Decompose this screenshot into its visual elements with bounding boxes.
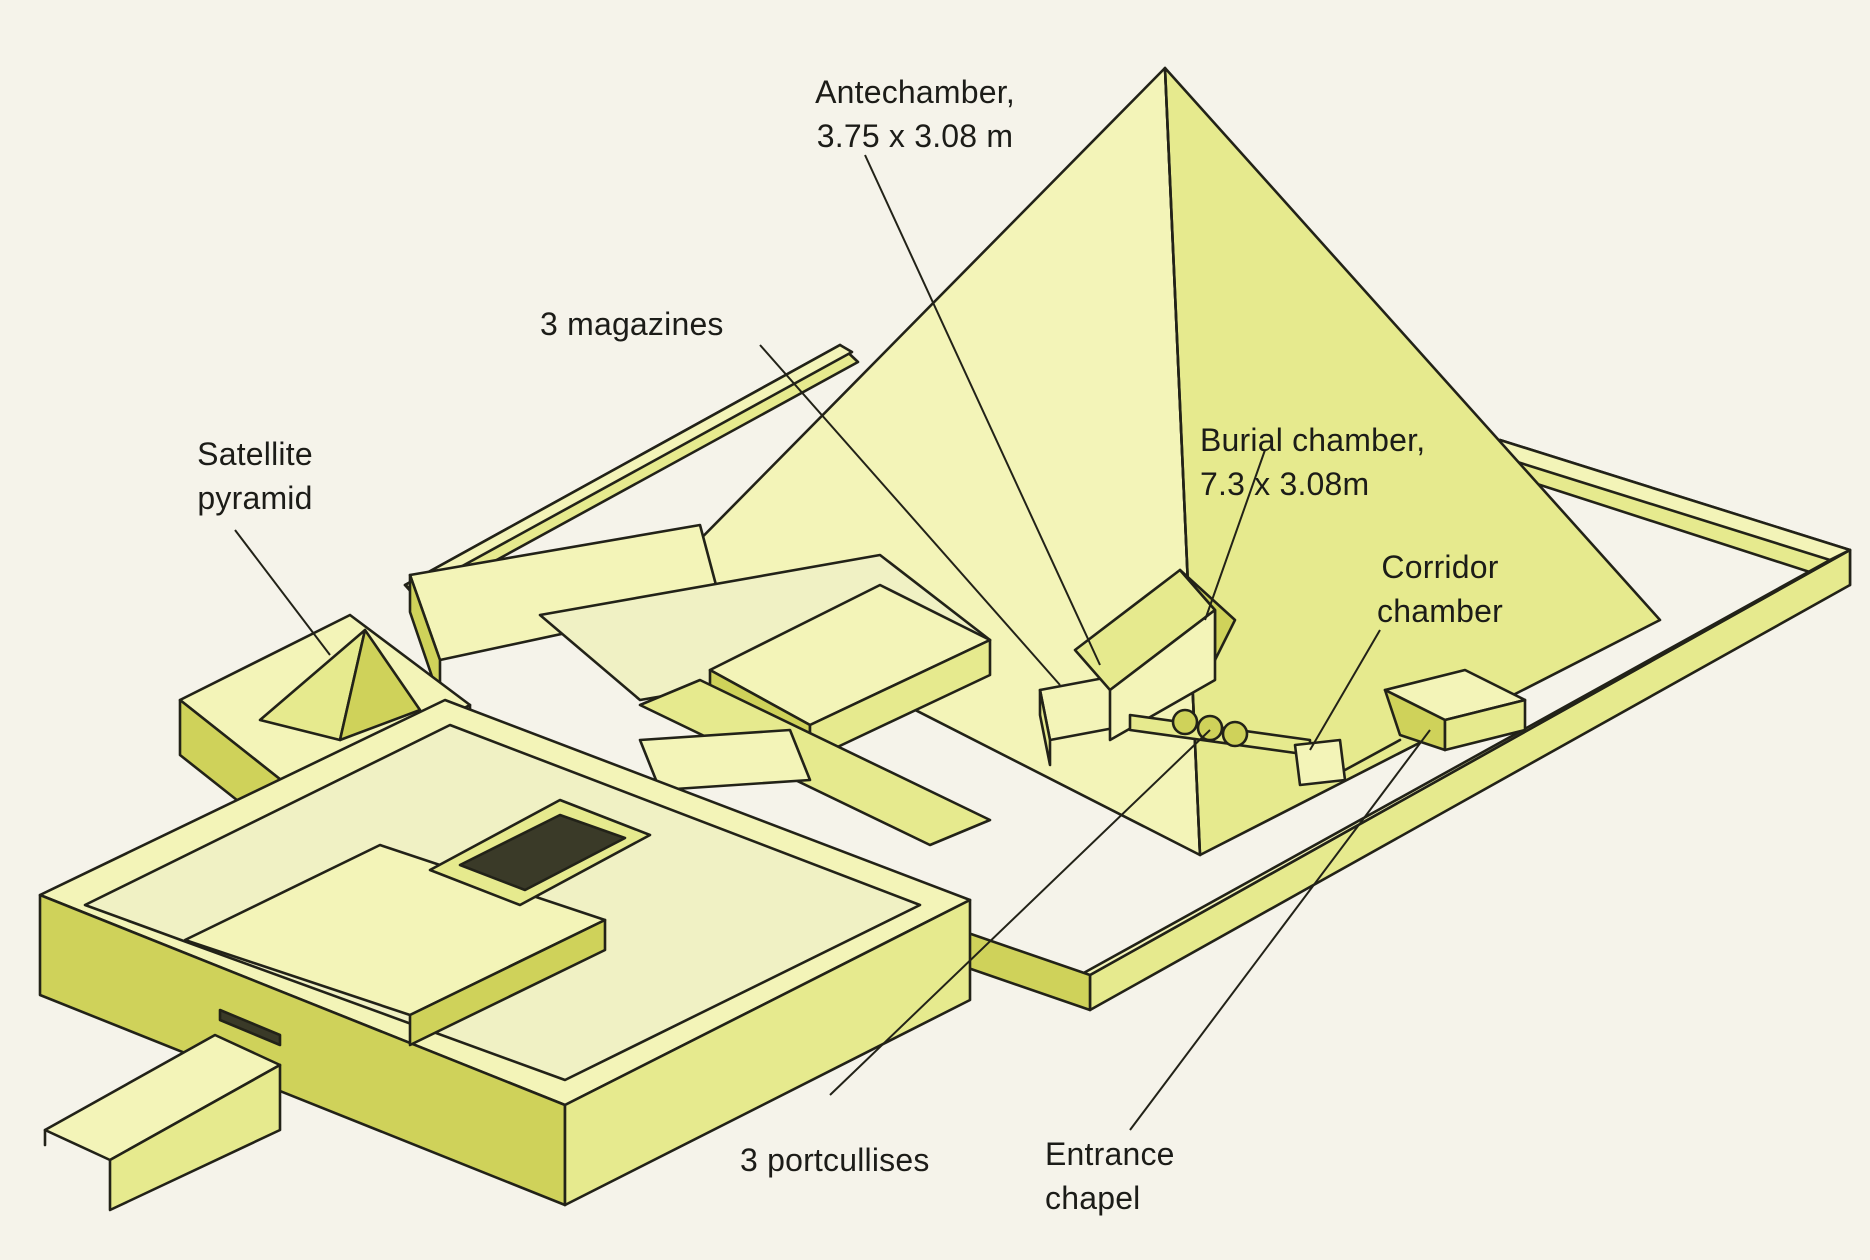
main-pyramid (658, 66, 1662, 857)
portcullis-2 (1196, 714, 1224, 742)
label-burial-chamber: Burial chamber, 7.3 x 3.08m (1200, 422, 1426, 502)
leader-portcullises (829, 729, 1211, 1096)
label-antechamber: Antechamber, 3.75 x 3.08 m (815, 74, 1015, 154)
enclosure-wall (403, 343, 1852, 1012)
label-satellite-pyramid: Satellite pyramid (197, 436, 313, 516)
leader-burial (1204, 449, 1266, 621)
leader-satellite (234, 529, 331, 656)
label-magazines: 3 magazines (540, 306, 724, 342)
leader-entrance (1129, 729, 1431, 1131)
inner-room (638, 728, 812, 792)
leader-corridor (1309, 629, 1381, 751)
burial-chamber-front (1108, 608, 1217, 742)
label-portcullises: 3 portcullises (740, 1142, 930, 1178)
front-enclosure-side (563, 898, 972, 1207)
causeway (43, 1033, 282, 1212)
leader-magazines (759, 344, 1061, 686)
substructure (1038, 568, 1527, 787)
causeway-strip (638, 678, 992, 847)
antechamber-front (1038, 688, 1052, 767)
leader-antechamber (864, 154, 1101, 666)
portcullis-1 (1171, 708, 1199, 736)
entrance-chapel-side (1443, 698, 1527, 752)
entrance-slot (218, 1008, 282, 1047)
pillared-hall-opening (458, 813, 627, 892)
front-court-raised-side (408, 918, 607, 1047)
portcullis-3 (1221, 720, 1249, 748)
leader-lines (234, 154, 1431, 1131)
valley-temple (38, 698, 972, 1207)
label-entrance-chapel: Entrance chapel (1045, 1136, 1175, 1216)
satellite-pyramid-right (338, 628, 422, 742)
corridor-chamber (1293, 738, 1347, 787)
causeway-side (108, 1063, 282, 1212)
label-corridor-chamber: Corridor chamber (1377, 549, 1503, 629)
